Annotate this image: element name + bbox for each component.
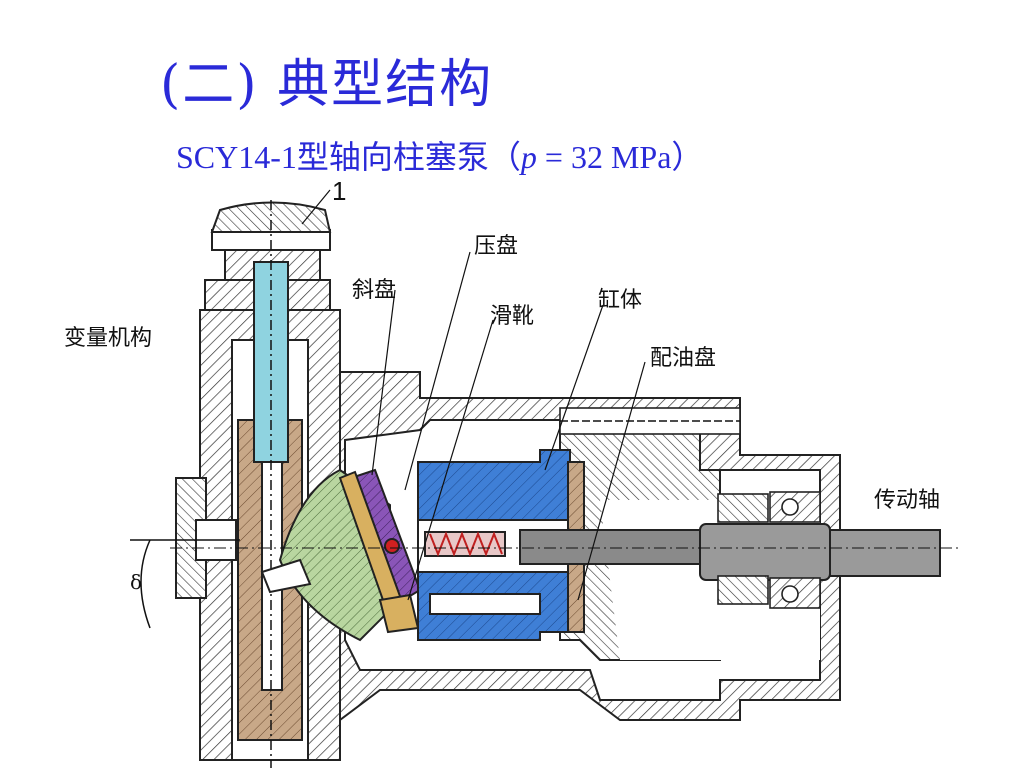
pressure-plate xyxy=(338,468,422,634)
slide-title: (二) 典型结构 xyxy=(160,55,494,115)
label-cylinder-block: 缸体 xyxy=(598,288,643,313)
variable-mechanism-body xyxy=(175,200,341,768)
angle-indicator xyxy=(130,539,240,629)
label-pressure-plate: 压盘 xyxy=(474,234,519,259)
label-valve-plate: 配油盘 xyxy=(650,346,717,371)
bearings xyxy=(717,491,821,609)
subtitle-prefix: SCY14-1型轴向柱塞泵（ xyxy=(176,139,521,175)
label-angle-delta: δ xyxy=(130,570,143,594)
drive-shaft xyxy=(170,523,960,581)
slide-subtitle: SCY14-1型轴向柱塞泵（p = 32 MPa） xyxy=(176,132,703,178)
label-drive-shaft: 传动轴 xyxy=(874,488,941,513)
subtitle-suffix: = 32 MPa） xyxy=(536,139,704,175)
label-slipper: 滑靴 xyxy=(490,304,535,329)
leader-lines xyxy=(301,189,646,601)
subtitle-variable: p xyxy=(520,139,537,175)
cylinder-block xyxy=(417,449,585,641)
label-variable-mechanism: 变量机构 xyxy=(64,326,153,351)
bolt xyxy=(559,407,741,435)
part-number-1: 1 xyxy=(332,176,347,206)
label-swash-plate: 斜盘 xyxy=(352,278,397,303)
